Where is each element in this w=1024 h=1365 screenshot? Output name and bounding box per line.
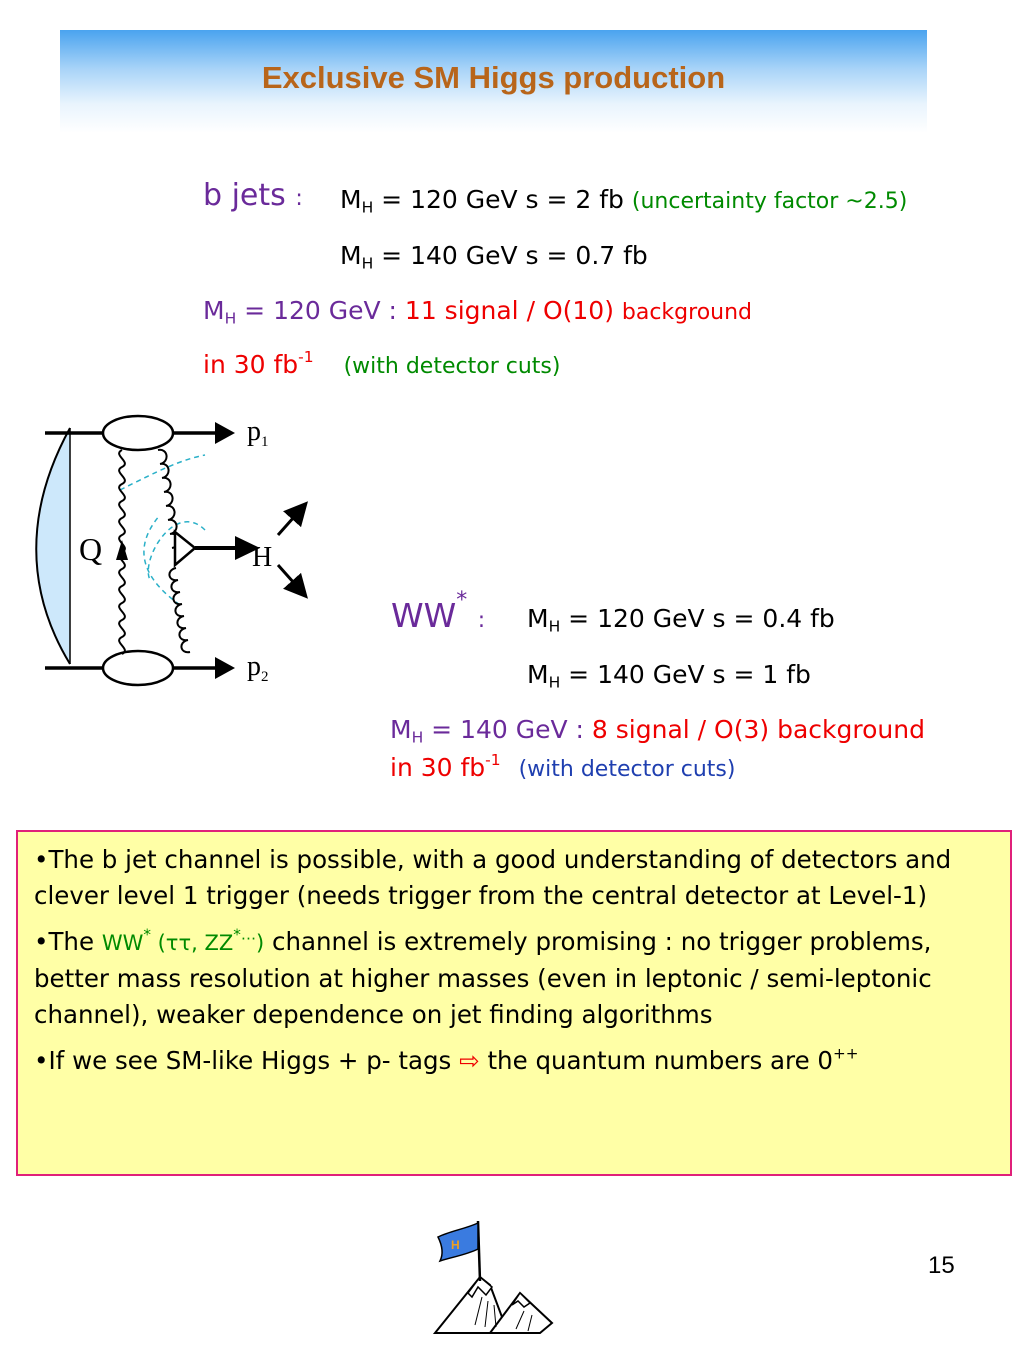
bjets-line-140: MH = 140 GeV s = 0.7 fb — [340, 241, 648, 273]
vertex-triangle — [173, 529, 197, 568]
ww-line-140: MH = 140 GeV s = 1 fb — [527, 660, 811, 692]
label-p1: p1 — [247, 416, 269, 450]
label-h: H — [252, 542, 272, 573]
bjets-line-120: MH = 120 GeV s = 2 fb (uncertainty facto… — [340, 185, 908, 217]
ww-label: WW* : — [391, 588, 486, 635]
flag-letter: H — [451, 1238, 460, 1252]
implies-arrow-icon: ⇨ — [459, 1046, 480, 1075]
summary-bullet-1: •The b jet channel is possible, with a g… — [34, 845, 952, 910]
label-p2: p2 — [247, 651, 269, 685]
bjets-colon: : — [295, 186, 303, 211]
proton-blob-bottom — [101, 649, 175, 687]
colour-line-1 — [119, 454, 206, 491]
summary-box: •The b jet channel is possible, with a g… — [16, 830, 1012, 1176]
uncertainty-note: (uncertainty factor ~2.5) — [631, 189, 908, 214]
gluon-upper-right — [157, 448, 180, 549]
proton-blob-top — [101, 414, 175, 452]
title-bar: Exclusive SM Higgs production — [60, 30, 927, 133]
ww-lumi-line: in 30 fb-1 (with detector cuts) — [390, 751, 736, 782]
summary-bullet-2: •The WW* (ττ, ZZ*…) channel is extremely… — [34, 925, 932, 1029]
ww-colon: : — [477, 608, 486, 633]
slide-title: Exclusive SM Higgs production — [261, 60, 726, 95]
bjets-lumi-line: in 30 fb-1 (with detector cuts) — [203, 348, 561, 379]
gluon-lower-right — [168, 567, 191, 654]
ww-title: WW — [391, 596, 457, 635]
bjets-title: b jets — [203, 178, 286, 213]
mountain-right — [488, 1291, 554, 1334]
feynman-diagram: p1 p2 Q H — [35, 414, 308, 687]
page-number: 15 — [928, 1252, 955, 1279]
colour-line-2 — [143, 514, 181, 606]
colour-line-3 — [147, 521, 206, 581]
bjets-cuts-note: (with detector cuts) — [343, 354, 561, 379]
decay-down — [276, 564, 308, 599]
summary-bullet-3: •If we see SM-like Higgs + p- tags ⇨ the… — [34, 1044, 859, 1075]
decay-up — [276, 501, 308, 536]
higgs-flag-mountain-logo: H — [432, 1220, 554, 1334]
bjets-label: b jets : — [203, 178, 303, 213]
ww-signal-line: MH = 140 GeV : 8 signal / O(3) backgroun… — [390, 715, 925, 747]
ww-cuts-note: (with detector cuts) — [518, 757, 736, 782]
flag — [436, 1221, 479, 1263]
ww-line-120: MH = 120 GeV s = 0.4 fb — [527, 604, 835, 636]
q-bracket — [35, 427, 71, 665]
bjets-signal-line: MH = 120 GeV : 11 signal / O(10) backgro… — [203, 296, 753, 328]
label-q: Q — [79, 531, 102, 567]
